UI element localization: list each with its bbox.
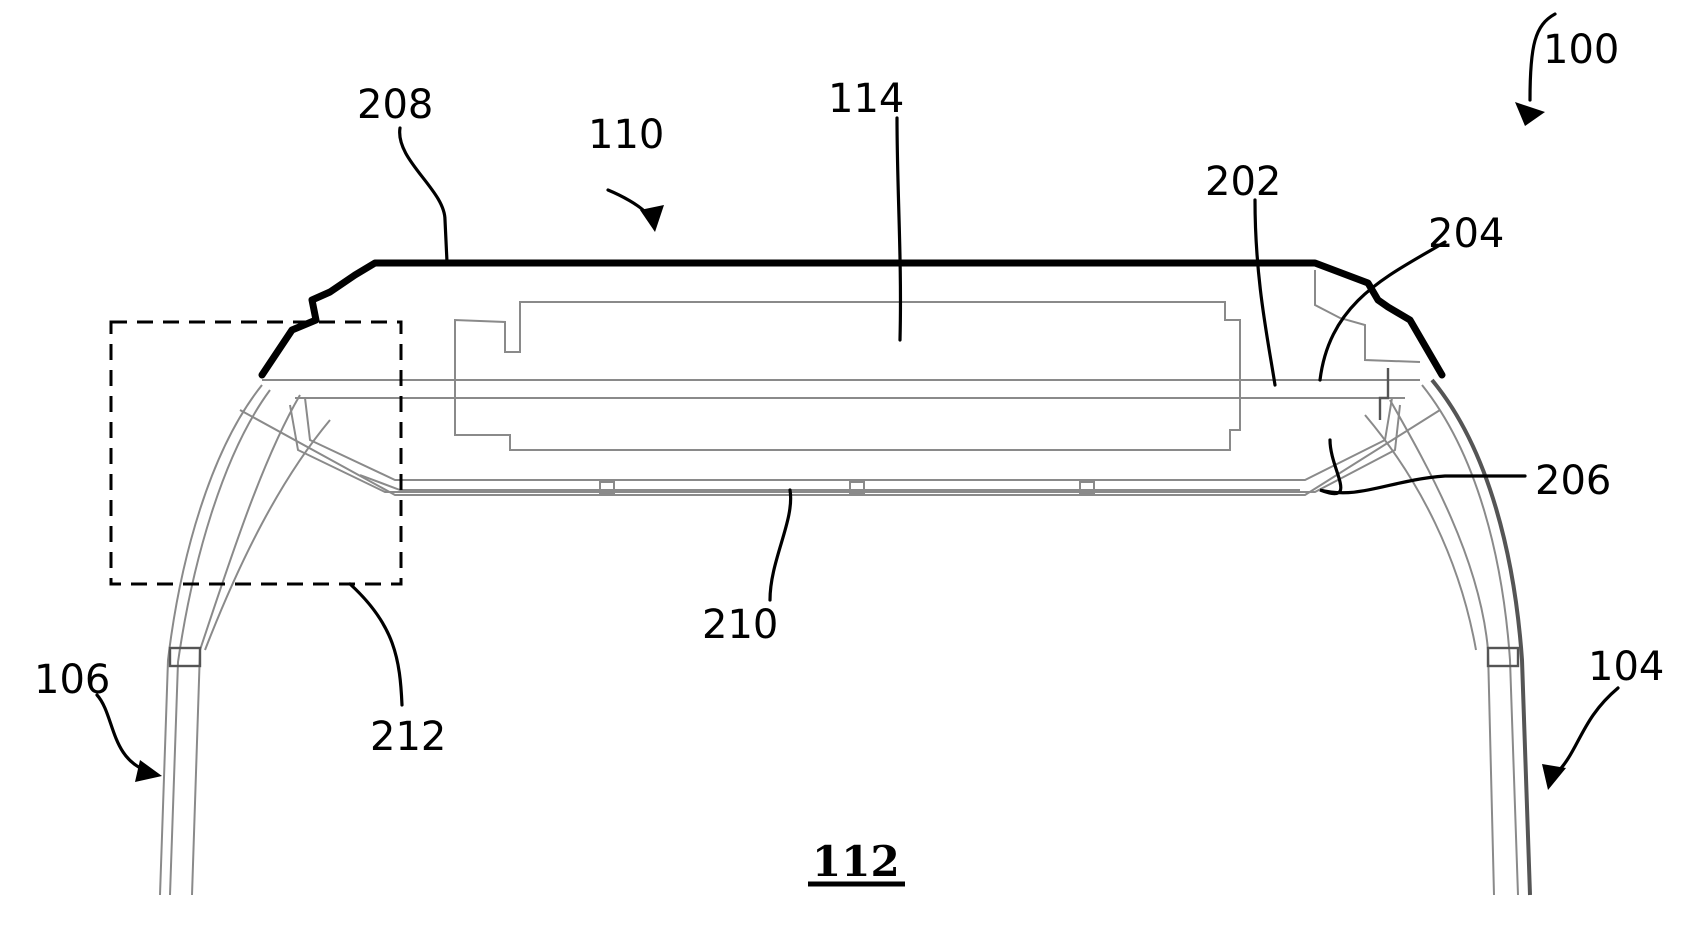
outer-cover-208 <box>258 259 1446 379</box>
bottom-plate-tab-3 <box>1079 481 1095 495</box>
leader-208 <box>398 126 449 264</box>
detail-region-212-box <box>109 320 403 586</box>
right-band-outer-edge-2 <box>1421 384 1519 896</box>
right-band-clip <box>1486 646 1520 668</box>
arrowhead-104 <box>1542 764 1566 790</box>
label-100: 100 <box>1543 27 1619 73</box>
arrowhead-106 <box>135 760 162 782</box>
left-band-inner-edge <box>191 394 301 896</box>
left-band <box>159 384 331 896</box>
right-band-inner-edge-2 <box>1364 414 1477 651</box>
right-corner-bracket <box>1378 368 1390 420</box>
layer-206-tray-outer <box>289 404 1401 493</box>
label-106: 106 <box>34 657 110 703</box>
bottom-plate-bottom <box>239 409 1441 496</box>
arrowheads <box>135 102 1566 790</box>
leader-114 <box>895 116 903 342</box>
leader-104 <box>1553 686 1620 777</box>
layer-206-tray <box>304 397 1393 481</box>
left-band-inner-edge-2 <box>204 419 331 651</box>
left-band-outer-edge <box>159 384 263 896</box>
right-corner-step <box>1314 270 1421 363</box>
label-204: 204 <box>1428 211 1504 257</box>
reference-labels: 100 208 110 114 202 204 206 210 212 106 … <box>34 27 1664 887</box>
label-208: 208 <box>357 82 433 128</box>
right-band-outer-edge <box>1430 378 1532 896</box>
right-band-inner-edge <box>1389 399 1495 896</box>
bottom-plate-tab-1 <box>599 481 615 495</box>
leader-202 <box>1253 198 1277 387</box>
leader-212 <box>348 582 404 707</box>
leader-204 <box>1318 240 1447 382</box>
leader-106 <box>95 693 152 774</box>
label-212: 212 <box>370 714 446 760</box>
housing-internals <box>239 270 1441 496</box>
component-114-outline <box>454 301 1241 451</box>
leader-lines <box>95 12 1620 777</box>
bottom-plate-top <box>359 474 1300 491</box>
bottom-plate-tab-2 <box>849 481 865 495</box>
arrowhead-110 <box>640 205 664 232</box>
leader-206 <box>1319 438 1527 496</box>
label-114: 114 <box>828 76 904 122</box>
arrowhead-100 <box>1515 102 1545 126</box>
label-206: 206 <box>1535 458 1611 504</box>
label-202: 202 <box>1205 159 1281 205</box>
right-band <box>1364 378 1532 896</box>
leader-100 <box>1528 12 1557 102</box>
left-band-clip <box>168 646 202 668</box>
label-104: 104 <box>1588 644 1664 690</box>
label-112: 112 <box>812 837 900 886</box>
label-210: 210 <box>702 602 778 648</box>
left-band-outer-edge-2 <box>169 389 271 896</box>
leader-210 <box>768 488 793 602</box>
label-110: 110 <box>588 112 664 158</box>
